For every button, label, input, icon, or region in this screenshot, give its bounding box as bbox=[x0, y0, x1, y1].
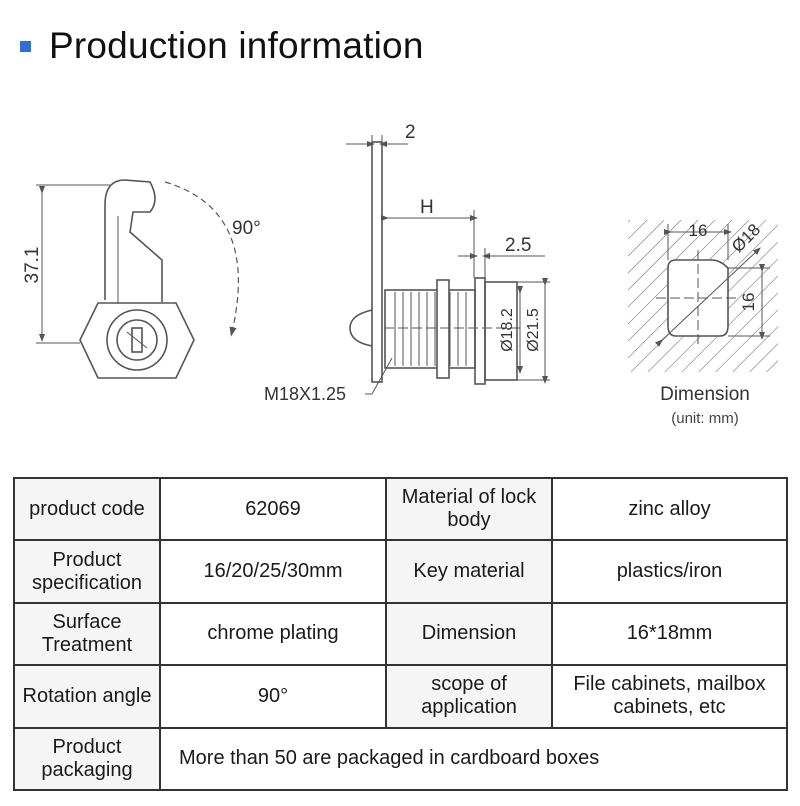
cutout-drawing bbox=[628, 220, 778, 372]
cutout-width-label: 16 bbox=[689, 221, 708, 240]
spec-label: Surface Treatment bbox=[13, 601, 161, 667]
spec-table: product code 62069 Material of lock body… bbox=[13, 476, 788, 792]
dim-2-label: 2 bbox=[405, 122, 416, 143]
spec-value: 16*18mm bbox=[551, 601, 788, 667]
dim-2-5-label: 2.5 bbox=[505, 235, 531, 256]
table-row: Product packaging More than 50 are packa… bbox=[13, 726, 788, 792]
spec-label: Material of lock body bbox=[385, 476, 553, 542]
page-title: Production information bbox=[49, 25, 424, 66]
page-header: Production information bbox=[20, 22, 424, 70]
spec-value: 16/20/25/30mm bbox=[159, 539, 387, 604]
spec-label: Dimension bbox=[385, 601, 553, 667]
table-row: Rotation angle 90° scope of application … bbox=[13, 664, 788, 729]
spec-value: chrome plating bbox=[159, 601, 387, 667]
spec-value: More than 50 are packaged in cardboard b… bbox=[159, 726, 788, 792]
thread-spec-label: M18X1.25 bbox=[264, 384, 346, 404]
dim-d21-5-label: Ø21.5 bbox=[525, 308, 542, 352]
spec-label: product code bbox=[13, 476, 161, 542]
spec-label: Rotation angle bbox=[13, 664, 161, 729]
side-view-drawing bbox=[346, 135, 550, 395]
title-bullet-icon bbox=[20, 40, 31, 52]
front-view-drawing bbox=[36, 179, 239, 379]
dim-37-1-label: 37.1 bbox=[22, 247, 43, 284]
technical-drawings: 37.1 90° bbox=[0, 120, 800, 450]
dimension-caption: Dimension (unit: mm) bbox=[640, 384, 770, 427]
spec-value: File cabinets, mailbox cabinets, etc bbox=[551, 664, 788, 729]
spec-value: plastics/iron bbox=[551, 539, 788, 604]
table-row: product code 62069 Material of lock body… bbox=[13, 476, 788, 542]
dimension-caption-unit: (unit: mm) bbox=[671, 410, 739, 427]
table-row: Surface Treatment chrome plating Dimensi… bbox=[13, 601, 788, 667]
dim-h-label: H bbox=[420, 197, 434, 218]
spec-label: Product packaging bbox=[13, 726, 161, 792]
spec-label: Key material bbox=[385, 539, 553, 604]
spec-value: 62069 bbox=[159, 476, 387, 542]
rotation-angle-label: 90° bbox=[232, 218, 261, 239]
spec-label: Product specification bbox=[13, 539, 161, 604]
table-row: Product specification 16/20/25/30mm Key … bbox=[13, 539, 788, 604]
spec-value: 90° bbox=[159, 664, 387, 729]
dimension-caption-title: Dimension bbox=[660, 384, 750, 405]
cutout-height-label: 16 bbox=[739, 293, 758, 312]
spec-value: zinc alloy bbox=[551, 476, 788, 542]
drawing-canvas: 37.1 90° bbox=[22, 122, 778, 404]
spec-label: scope of application bbox=[385, 664, 553, 729]
dim-d18-2-label: Ø18.2 bbox=[499, 308, 516, 352]
